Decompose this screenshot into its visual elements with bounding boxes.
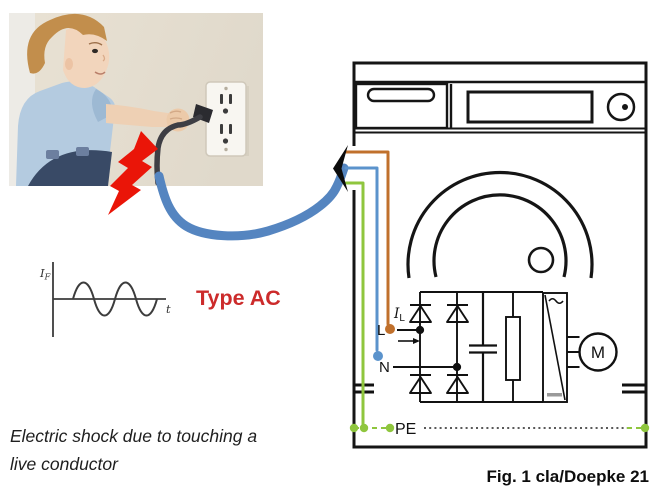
child-outlet-photo bbox=[9, 13, 263, 186]
child-eye bbox=[92, 48, 98, 54]
waveform-axes bbox=[52, 262, 166, 337]
door-outer-ring bbox=[406, 170, 594, 279]
live-label: L bbox=[377, 322, 385, 339]
bridge-rectifier bbox=[409, 291, 543, 403]
motor-label: M bbox=[591, 343, 605, 362]
sine-wave bbox=[72, 281, 158, 317]
neutral-terminal bbox=[373, 351, 383, 361]
pe-node-left bbox=[349, 423, 359, 433]
outlet-receptacle-upper bbox=[220, 94, 232, 114]
ac-waveform: IF t Type AC bbox=[39, 262, 281, 337]
inlet-plug-icon bbox=[333, 145, 348, 192]
child-arm bbox=[106, 104, 174, 127]
outlet-screw-bottom bbox=[224, 147, 228, 152]
dc-symbol bbox=[547, 393, 562, 397]
circuit-schematic bbox=[353, 291, 646, 403]
program-knob bbox=[606, 92, 636, 122]
pe-wire bbox=[344, 181, 365, 427]
door-porthole bbox=[527, 246, 555, 274]
neutral-wire bbox=[344, 166, 379, 352]
dc-link-capacitor bbox=[469, 292, 497, 402]
load-current-label: IL bbox=[393, 306, 405, 324]
child-overalls bbox=[28, 150, 112, 186]
child-hair bbox=[27, 13, 107, 74]
lightning-bolt-icon bbox=[108, 131, 158, 215]
waveform-y-label: IF bbox=[39, 266, 52, 283]
diode-upper-right bbox=[446, 304, 469, 323]
supply-wires bbox=[344, 150, 395, 427]
caption-line2: live conductor bbox=[10, 454, 119, 474]
figure-label: Fig. 1 cla/Doepke 21 bbox=[486, 467, 649, 486]
ac-symbol bbox=[548, 297, 564, 305]
child-figure bbox=[16, 13, 190, 186]
live-wire bbox=[344, 150, 390, 326]
inverter-block bbox=[542, 292, 568, 403]
door-inner-ring bbox=[432, 193, 568, 278]
pe-node-junction bbox=[359, 423, 369, 433]
live-terminal bbox=[385, 324, 395, 334]
pe-label: PE bbox=[395, 421, 416, 438]
drawer-handle bbox=[366, 87, 436, 103]
current-arrow-icon bbox=[398, 338, 420, 344]
motor bbox=[567, 332, 618, 372]
neutral-label: N bbox=[379, 359, 390, 376]
diode-lower-right bbox=[446, 374, 469, 394]
waveform-x-label: t bbox=[166, 302, 171, 316]
child-face bbox=[63, 25, 110, 88]
pe-line bbox=[349, 423, 650, 433]
machine-outline bbox=[352, 61, 648, 449]
diode-upper-left bbox=[409, 304, 432, 323]
pe-node-label bbox=[385, 423, 395, 433]
outlet-screw-top bbox=[224, 86, 228, 91]
drawn-cord-line bbox=[154, 163, 349, 241]
caption-line1: Electric shock due to touching a bbox=[10, 426, 257, 446]
outlet-plate bbox=[205, 81, 249, 157]
washing-machine bbox=[352, 61, 648, 449]
chassis-capacitor-right bbox=[622, 383, 646, 394]
resistor bbox=[505, 292, 521, 402]
outlet-receptacle-lower bbox=[220, 124, 232, 144]
pe-node-right bbox=[640, 423, 650, 433]
type-ac-label: Type AC bbox=[196, 286, 281, 310]
diode-lower-left bbox=[409, 374, 432, 394]
power-cord bbox=[154, 104, 213, 186]
display-panel bbox=[466, 90, 594, 124]
child-ear bbox=[65, 58, 73, 70]
detergent-drawer bbox=[354, 82, 449, 130]
